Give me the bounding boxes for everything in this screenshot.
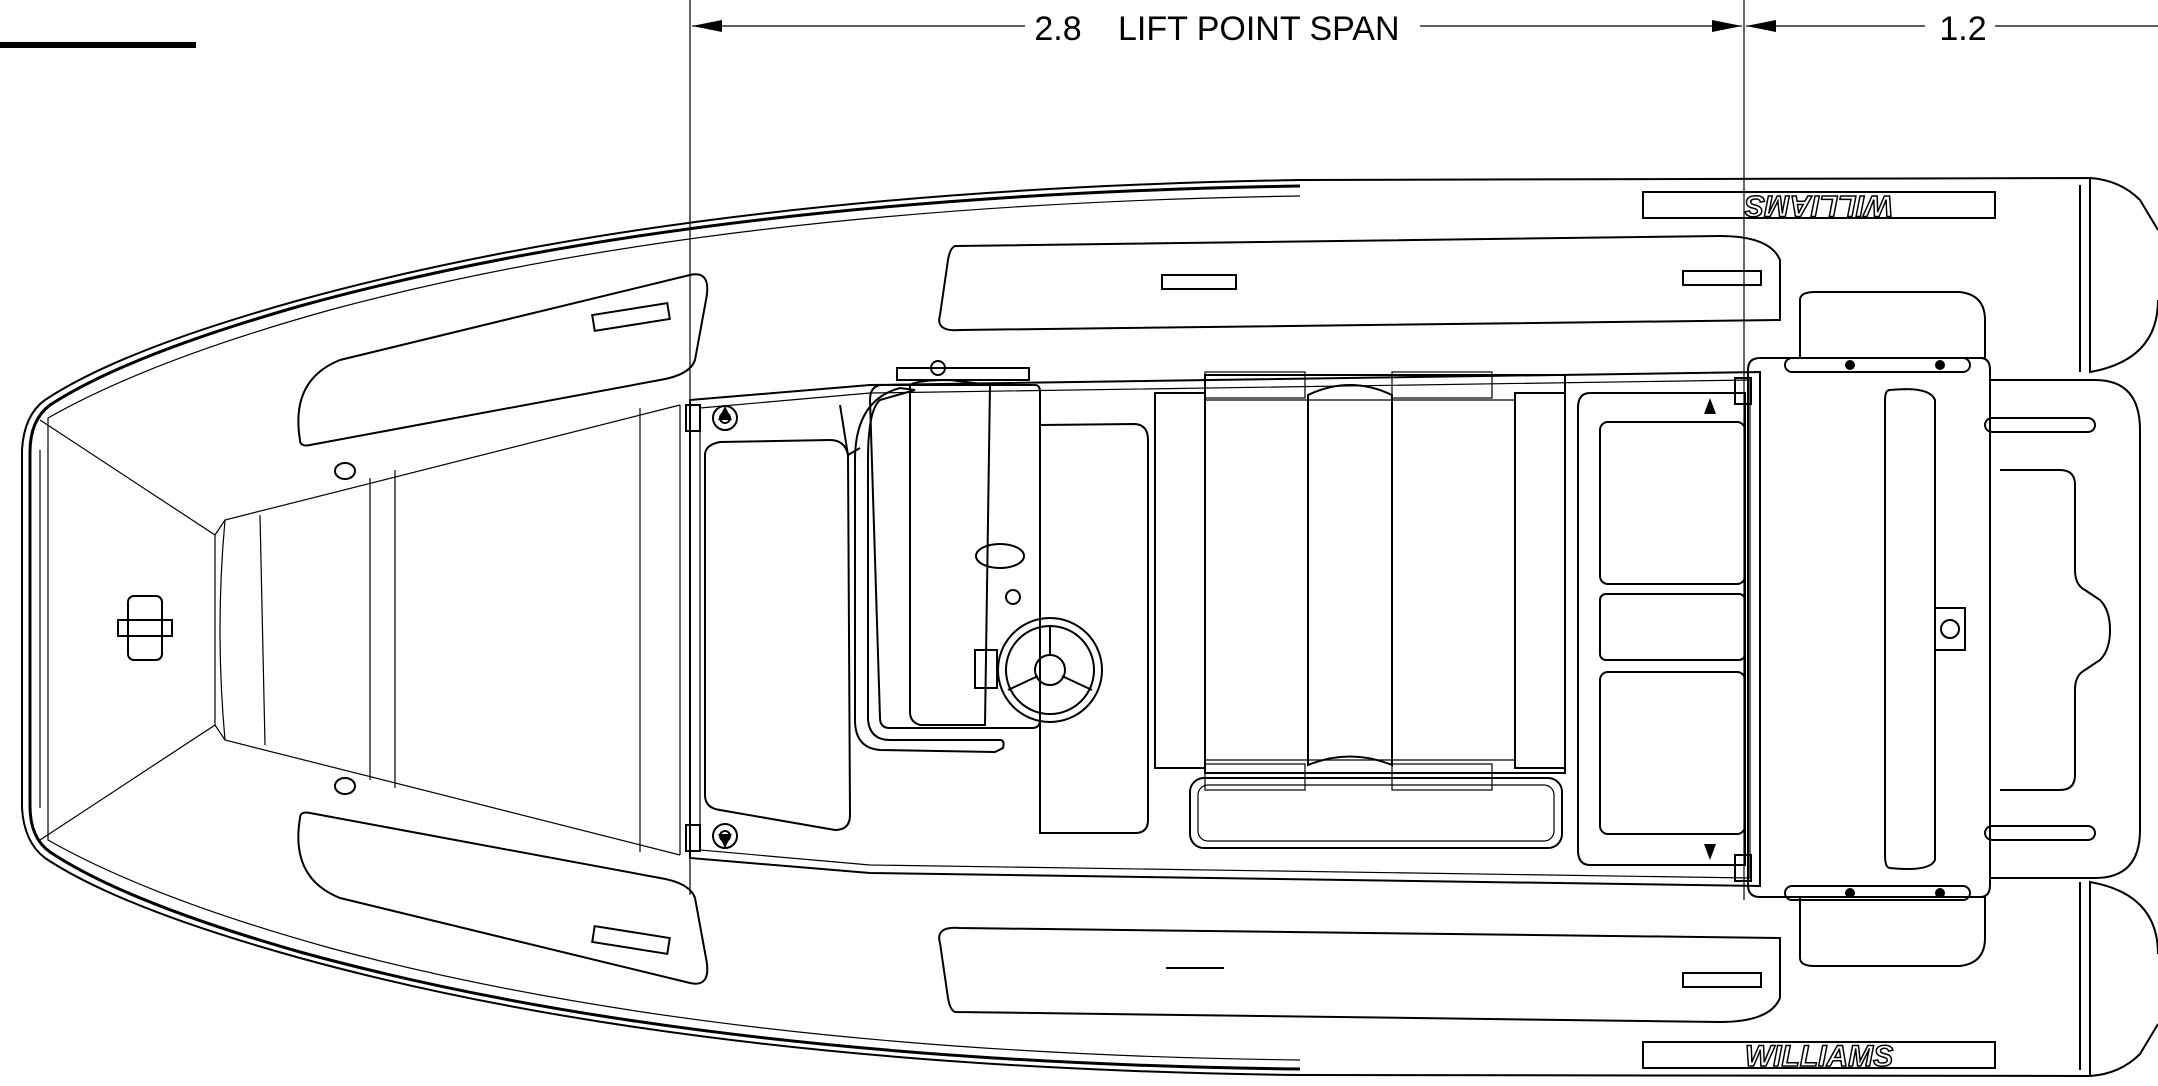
bow-section [39,404,681,856]
aft-value: 1.2 [1939,10,1986,48]
lift-span-value: 2.8 [1034,10,1081,48]
williams-logo-bottom: WILLIAMS [1642,1039,1996,1074]
lift-points [718,406,732,848]
transom [1734,291,2141,967]
lift-span-label: LIFT POINT SPAN [1118,10,1400,48]
helm-seat [854,360,1041,754]
aft-storage [1577,392,1746,866]
steering-wheel [974,543,1103,723]
dimension-lift-span: 2.8 LIFT POINT SPAN [689,0,1745,900]
dimension-aft: 1.2 [1746,10,2158,48]
forward-pads [297,273,709,985]
hull-outline [21,176,2158,1078]
side-pads [938,234,1781,1024]
williams-logo-top: WILLIAMS [1642,188,1996,223]
williams-logo-top-text: WILLIAMS [1745,189,1893,222]
cockpit-deck [685,370,1761,888]
bench-seats [1154,371,1566,849]
williams-logo-bottom-text: WILLIAMS [1745,1040,1893,1073]
